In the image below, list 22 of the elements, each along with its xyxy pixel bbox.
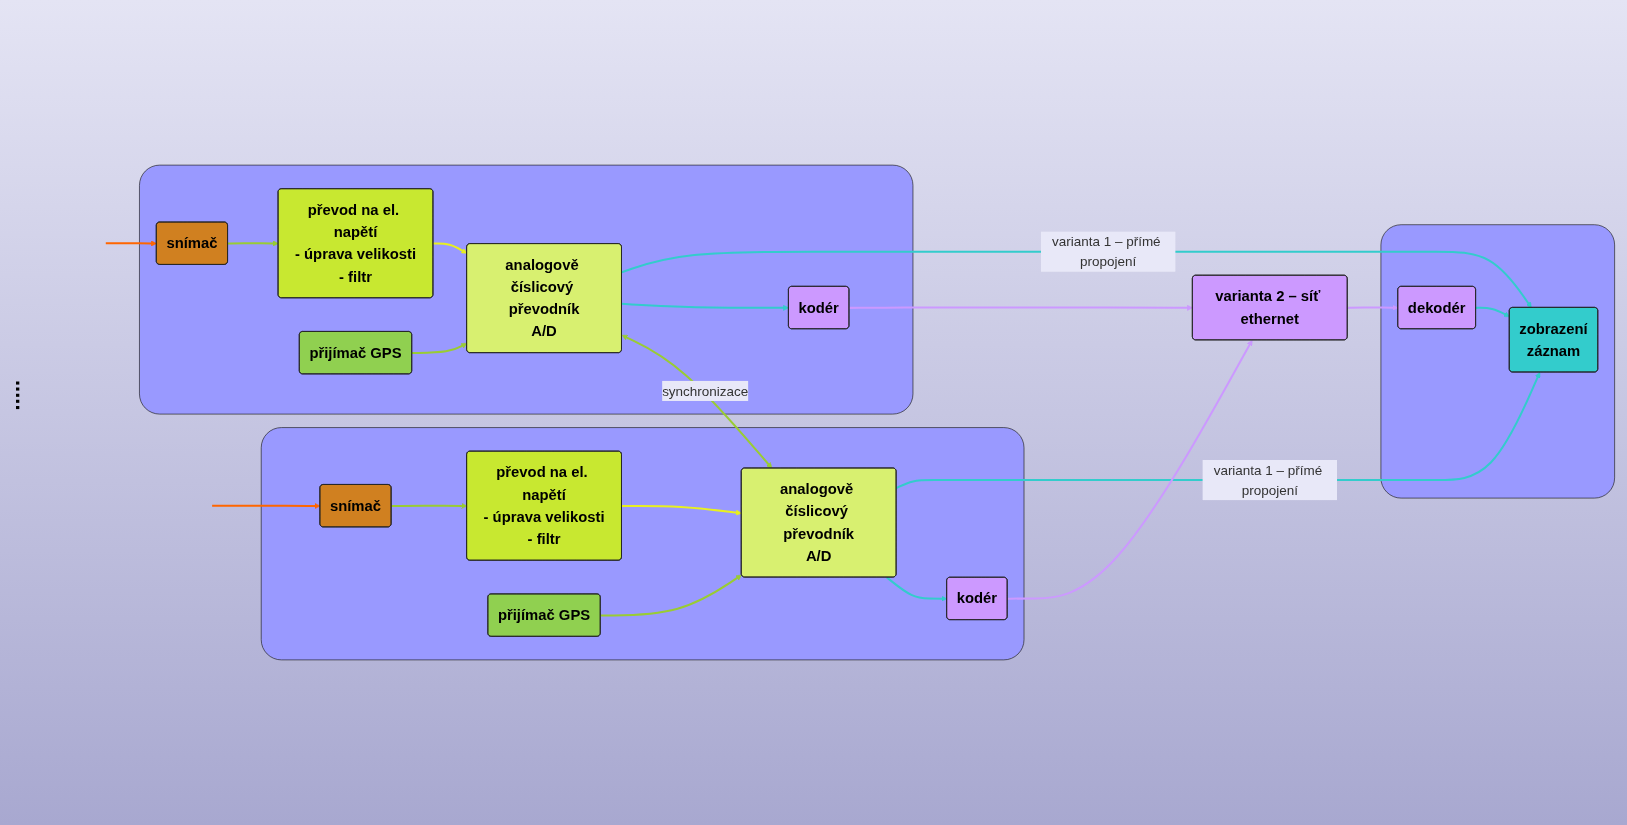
arrow (600, 574, 742, 617)
arrow (227, 240, 279, 247)
arrow (412, 343, 468, 354)
arrow (621, 334, 773, 469)
arrow (391, 502, 468, 509)
edge-label: varianta 1 – přímé propojení (1213, 462, 1323, 498)
arrow (1475, 306, 1510, 317)
cluster (260, 427, 1025, 661)
ellipsis-mark: ..... (10, 380, 36, 411)
arrow (212, 503, 321, 509)
cluster (1380, 224, 1615, 499)
arrow (621, 302, 789, 311)
arrow (849, 304, 1193, 311)
arrow (621, 504, 742, 516)
edge-label: varianta 1 – přímé propojení (1052, 234, 1161, 270)
arrow (105, 240, 157, 247)
arrow (433, 242, 468, 254)
arrow (886, 576, 948, 602)
arrow (1007, 339, 1253, 600)
arrow (1347, 304, 1399, 311)
cluster (139, 164, 914, 415)
edge-label: synchronizace (662, 383, 749, 399)
